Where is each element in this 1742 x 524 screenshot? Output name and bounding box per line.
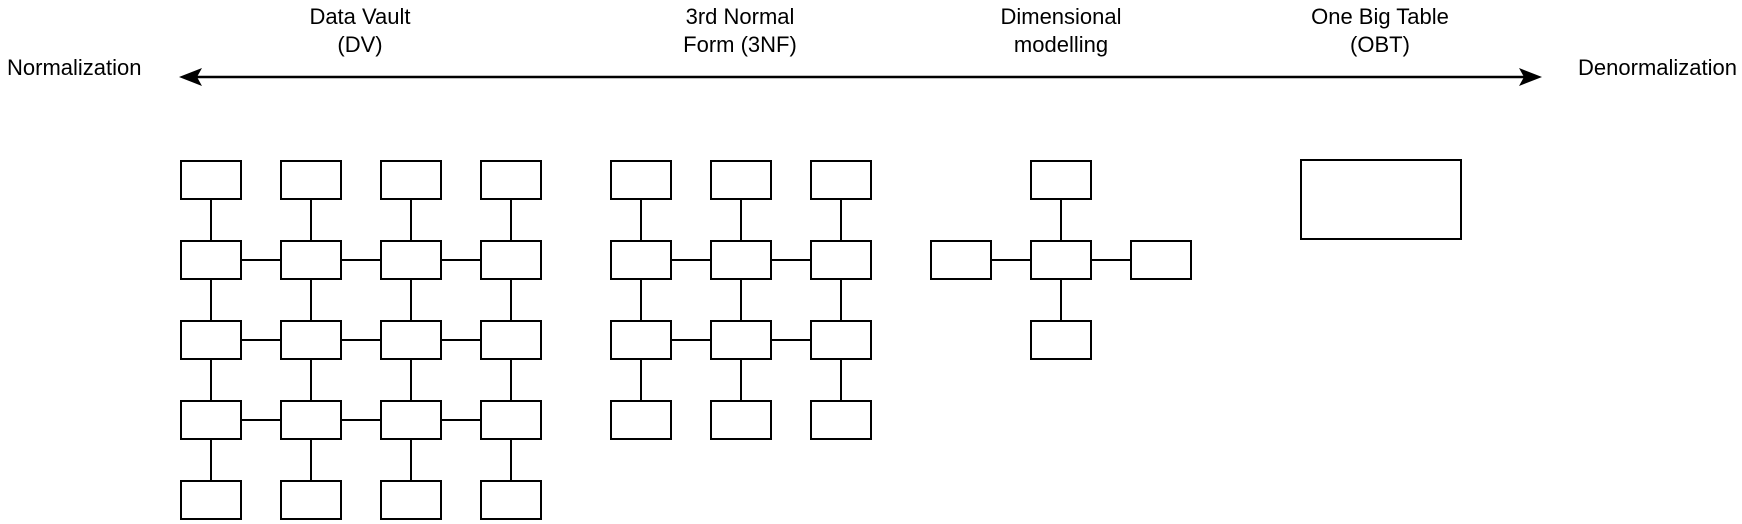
- 3nf-box: [610, 240, 672, 280]
- connector-line: [772, 259, 810, 261]
- data-vault-box: [480, 480, 542, 520]
- 3nf-box: [710, 400, 772, 440]
- connector-line: [740, 280, 742, 320]
- connector-line: [510, 360, 512, 400]
- connector-line: [640, 360, 642, 400]
- star-top-box: [1030, 160, 1092, 200]
- arrowhead-right-icon: [1519, 68, 1542, 86]
- data-vault-box: [380, 400, 442, 440]
- star-bottom-box: [1030, 320, 1092, 360]
- connector-line: [1060, 280, 1062, 320]
- data-vault-box: [480, 400, 542, 440]
- connector-line: [210, 200, 212, 240]
- 3nf-box: [810, 160, 872, 200]
- data-vault-box: [380, 480, 442, 520]
- connector-line: [840, 360, 842, 400]
- section-title-3nf: 3rd Normal Form (3NF): [610, 3, 870, 59]
- connector-line: [442, 259, 480, 261]
- section-title-dimensional: Dimensional modelling: [931, 3, 1191, 59]
- connector-line: [442, 339, 480, 341]
- data-vault-box: [380, 320, 442, 360]
- connector-line: [672, 259, 710, 261]
- 3nf-box: [610, 400, 672, 440]
- data-vault-box: [480, 320, 542, 360]
- data-vault-box: [280, 400, 342, 440]
- connector-line: [210, 280, 212, 320]
- connector-line: [310, 280, 312, 320]
- connector-line: [510, 440, 512, 480]
- connector-line: [410, 200, 412, 240]
- connector-line: [840, 280, 842, 320]
- data-vault-box: [480, 160, 542, 200]
- connector-line: [772, 339, 810, 341]
- connector-line: [242, 339, 280, 341]
- 3nf-box: [810, 400, 872, 440]
- connector-line: [410, 440, 412, 480]
- section-title-data-vault: Data Vault (DV): [230, 3, 490, 59]
- star-right-box: [1130, 240, 1192, 280]
- section-title-line: Data Vault: [309, 4, 411, 29]
- 3nf-box: [710, 160, 772, 200]
- section-title-line: modelling: [1013, 32, 1109, 57]
- data-vault-box: [380, 240, 442, 280]
- connector-line: [640, 200, 642, 240]
- connector-line: [310, 360, 312, 400]
- section-title-line: Dimensional: [1000, 4, 1122, 29]
- connector-line: [510, 280, 512, 320]
- 3nf-box: [810, 240, 872, 280]
- normalization-label: Normalization: [7, 55, 142, 80]
- data-vault-box: [280, 160, 342, 200]
- connector-line: [342, 259, 380, 261]
- star-center-box: [1030, 240, 1092, 280]
- denormalization-label: Denormalization: [1578, 55, 1737, 80]
- section-title-line: Form (3NF): [683, 32, 797, 57]
- data-vault-box: [180, 320, 242, 360]
- 3nf-box: [610, 320, 672, 360]
- section-title-line: (OBT): [1350, 32, 1410, 57]
- data-vault-box: [380, 160, 442, 200]
- connector-line: [310, 200, 312, 240]
- connector-line: [1060, 200, 1062, 240]
- connector-line: [242, 259, 280, 261]
- connector-line: [310, 440, 312, 480]
- one-big-table-box: [1300, 159, 1462, 240]
- connector-line: [640, 280, 642, 320]
- connector-line: [342, 339, 380, 341]
- connector-line: [210, 440, 212, 480]
- data-vault-box: [280, 480, 342, 520]
- connector-line: [410, 280, 412, 320]
- connector-line: [840, 200, 842, 240]
- data-vault-box: [180, 400, 242, 440]
- data-vault-box: [180, 160, 242, 200]
- star-left-box: [930, 240, 992, 280]
- data-vault-box: [180, 240, 242, 280]
- connector-line: [992, 259, 1030, 261]
- 3nf-box: [610, 160, 672, 200]
- connector-line: [442, 419, 480, 421]
- 3nf-box: [710, 320, 772, 360]
- arrowhead-left-icon: [179, 68, 202, 86]
- connector-line: [672, 339, 710, 341]
- connector-line: [1092, 259, 1130, 261]
- section-title-line: (DV): [337, 32, 383, 57]
- connector-line: [410, 360, 412, 400]
- section-title-obt: One Big Table (OBT): [1250, 3, 1510, 59]
- data-vault-box: [180, 480, 242, 520]
- section-title-line: 3rd Normal: [685, 4, 795, 29]
- connector-line: [740, 360, 742, 400]
- connector-line: [242, 419, 280, 421]
- data-vault-box: [480, 240, 542, 280]
- connector-line: [210, 360, 212, 400]
- data-vault-box: [280, 240, 342, 280]
- 3nf-box: [710, 240, 772, 280]
- connector-line: [510, 200, 512, 240]
- connector-line: [342, 419, 380, 421]
- connector-line: [740, 200, 742, 240]
- section-title-line: One Big Table: [1311, 4, 1449, 29]
- data-vault-box: [280, 320, 342, 360]
- 3nf-box: [810, 320, 872, 360]
